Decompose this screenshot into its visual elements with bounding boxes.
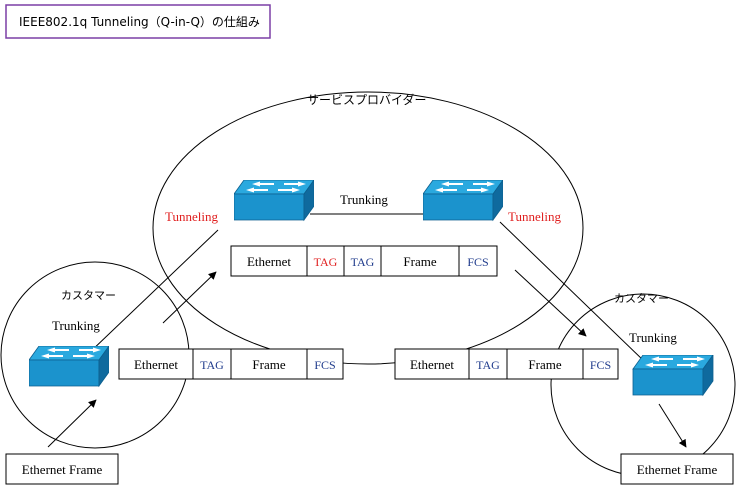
- switch-icon: [29, 346, 109, 387]
- frame-fcs: FCS: [467, 255, 488, 269]
- arrow-left-to-provider: [162, 271, 217, 324]
- ethernet-frame-left-label: Ethernet Frame: [22, 462, 103, 477]
- frame-fcs: FCS: [314, 358, 335, 372]
- ethernet-frame-right-label: Ethernet Frame: [637, 462, 718, 477]
- right-downlink-line: [499, 221, 646, 363]
- tunneling-right-label: Tunneling: [508, 209, 561, 224]
- ethernet-frame-right-box: Ethernet Frame: [620, 453, 734, 485]
- right-frame: Ethernet TAG Frame FCS: [394, 348, 619, 380]
- trunking-provider-label: Trunking: [340, 192, 388, 207]
- page-title: IEEE802.1q Tunneling（Q-in-Q）の仕組み: [19, 15, 260, 29]
- provider-network-ellipse: [152, 91, 584, 365]
- customer-right-label: カスタマー: [614, 292, 669, 305]
- tunneling-left-label: Tunneling: [165, 209, 218, 224]
- switch-icon: [632, 355, 714, 396]
- frame-ethernet: Ethernet: [134, 357, 178, 372]
- ethernet-frame-left-box: Ethernet Frame: [5, 453, 119, 485]
- provider-label: サービスプロバイダー: [307, 92, 427, 107]
- trunking-right-label: Trunking: [629, 330, 677, 345]
- frame-payload: Frame: [403, 254, 436, 269]
- frame-fcs: FCS: [590, 358, 611, 372]
- left-frame: Ethernet TAG Frame FCS: [118, 348, 344, 380]
- arrow-into-left-switch: [47, 399, 97, 448]
- frame-ethernet: Ethernet: [247, 254, 291, 269]
- arrow-right-switch-out: [658, 403, 687, 448]
- customer-left-label: カスタマー: [61, 289, 116, 302]
- frame-payload: Frame: [528, 357, 561, 372]
- provider-frame: Ethernet TAG TAG Frame FCS: [230, 245, 498, 277]
- title-box: [5, 4, 271, 39]
- frame-tag-outer: TAG: [314, 255, 338, 269]
- frame-tag: TAG: [200, 358, 224, 372]
- switch-icon: [423, 180, 503, 221]
- left-uplink-line: [87, 229, 219, 355]
- frame-ethernet: Ethernet: [410, 357, 454, 372]
- frame-tag-inner: TAG: [351, 255, 375, 269]
- frame-payload: Frame: [252, 357, 285, 372]
- switch-icon: [234, 180, 314, 221]
- arrow-provider-to-right: [514, 269, 587, 337]
- trunking-left-label: Trunking: [52, 318, 100, 333]
- frame-tag: TAG: [476, 358, 500, 372]
